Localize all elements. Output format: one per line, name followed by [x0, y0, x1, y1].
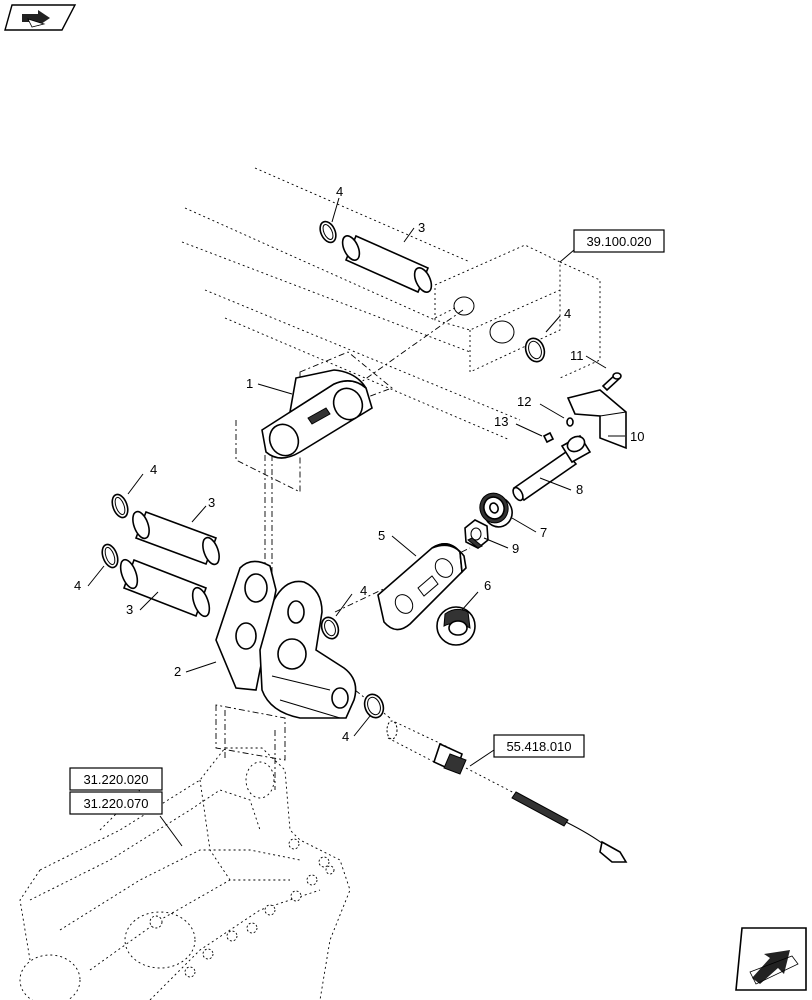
- bracket-10: [566, 389, 627, 450]
- pin-3-top: [341, 234, 433, 294]
- nut-9: [464, 519, 489, 549]
- next-page-arrow-icon[interactable]: [735, 927, 807, 991]
- frame-outline: [181, 167, 601, 441]
- callout-7: 7: [540, 525, 547, 540]
- callout-5: 5: [378, 528, 385, 543]
- callout-6: 6: [484, 578, 491, 593]
- ref-cable-label: 55.418.010: [506, 739, 571, 754]
- sensor-cable: [386, 720, 628, 863]
- axle-housing: [19, 747, 351, 1000]
- ref-box-axle-1[interactable]: 31.220.020: [69, 767, 163, 791]
- snap-ring-4-right: [524, 337, 546, 363]
- nut-13: [542, 431, 555, 444]
- bracket-2: [215, 560, 357, 719]
- callout-4-bottom: 4: [342, 729, 349, 744]
- callout-3-top: 3: [418, 220, 425, 235]
- callout-1: 1: [246, 376, 253, 391]
- previous-page-arrow-icon[interactable]: [4, 4, 77, 31]
- link-5: [377, 543, 467, 631]
- ref-box-top[interactable]: 39.100.020: [573, 229, 665, 253]
- callout-12: 12: [517, 394, 531, 409]
- callout-11: 11: [570, 348, 584, 363]
- callout-2: 2: [174, 664, 181, 679]
- snap-ring-4-bottom: [363, 693, 385, 719]
- callout-4-left-a: 4: [150, 462, 157, 477]
- bushing-7: [479, 492, 513, 528]
- callout-3-middle: 3: [208, 495, 215, 510]
- callout-4-right-top: 4: [564, 306, 571, 321]
- ball-6: [436, 606, 476, 646]
- snap-ring-4-left-b: [101, 543, 119, 569]
- bolt-11: [601, 372, 622, 392]
- ref-box-cable[interactable]: 55.418.010: [493, 734, 585, 758]
- snap-ring-4-left-a: [111, 493, 129, 519]
- washer-12: [566, 417, 574, 427]
- pin-3-middle: [132, 510, 220, 566]
- link-1: [261, 369, 373, 459]
- snap-ring-4-middle: [320, 616, 340, 640]
- callout-3-lower: 3: [126, 602, 133, 617]
- callout-4-left-b: 4: [74, 578, 81, 593]
- ref-top-label: 39.100.020: [586, 234, 651, 249]
- ref-axle-2-label: 31.220.070: [83, 796, 148, 811]
- snap-ring-4-top: [319, 220, 337, 244]
- callout-8: 8: [576, 482, 583, 497]
- pin-3-lower: [119, 558, 211, 618]
- callout-4-middle: 4: [360, 583, 367, 598]
- projection-boxes: [215, 351, 393, 761]
- bolt-8: [512, 434, 592, 502]
- ref-box-axle-2[interactable]: 31.220.070: [69, 791, 163, 815]
- callout-labels: 4 3 4 11 12 13 10 8 7 9 5 6 1 4 3 4 3 4 …: [74, 184, 644, 744]
- ref-axle-1-label: 31.220.020: [83, 772, 148, 787]
- callout-9: 9: [512, 541, 519, 556]
- callout-4-top: 4: [336, 184, 343, 199]
- leader-lines: [87, 197, 625, 847]
- callout-10: 10: [630, 429, 644, 444]
- callout-13: 13: [494, 414, 508, 429]
